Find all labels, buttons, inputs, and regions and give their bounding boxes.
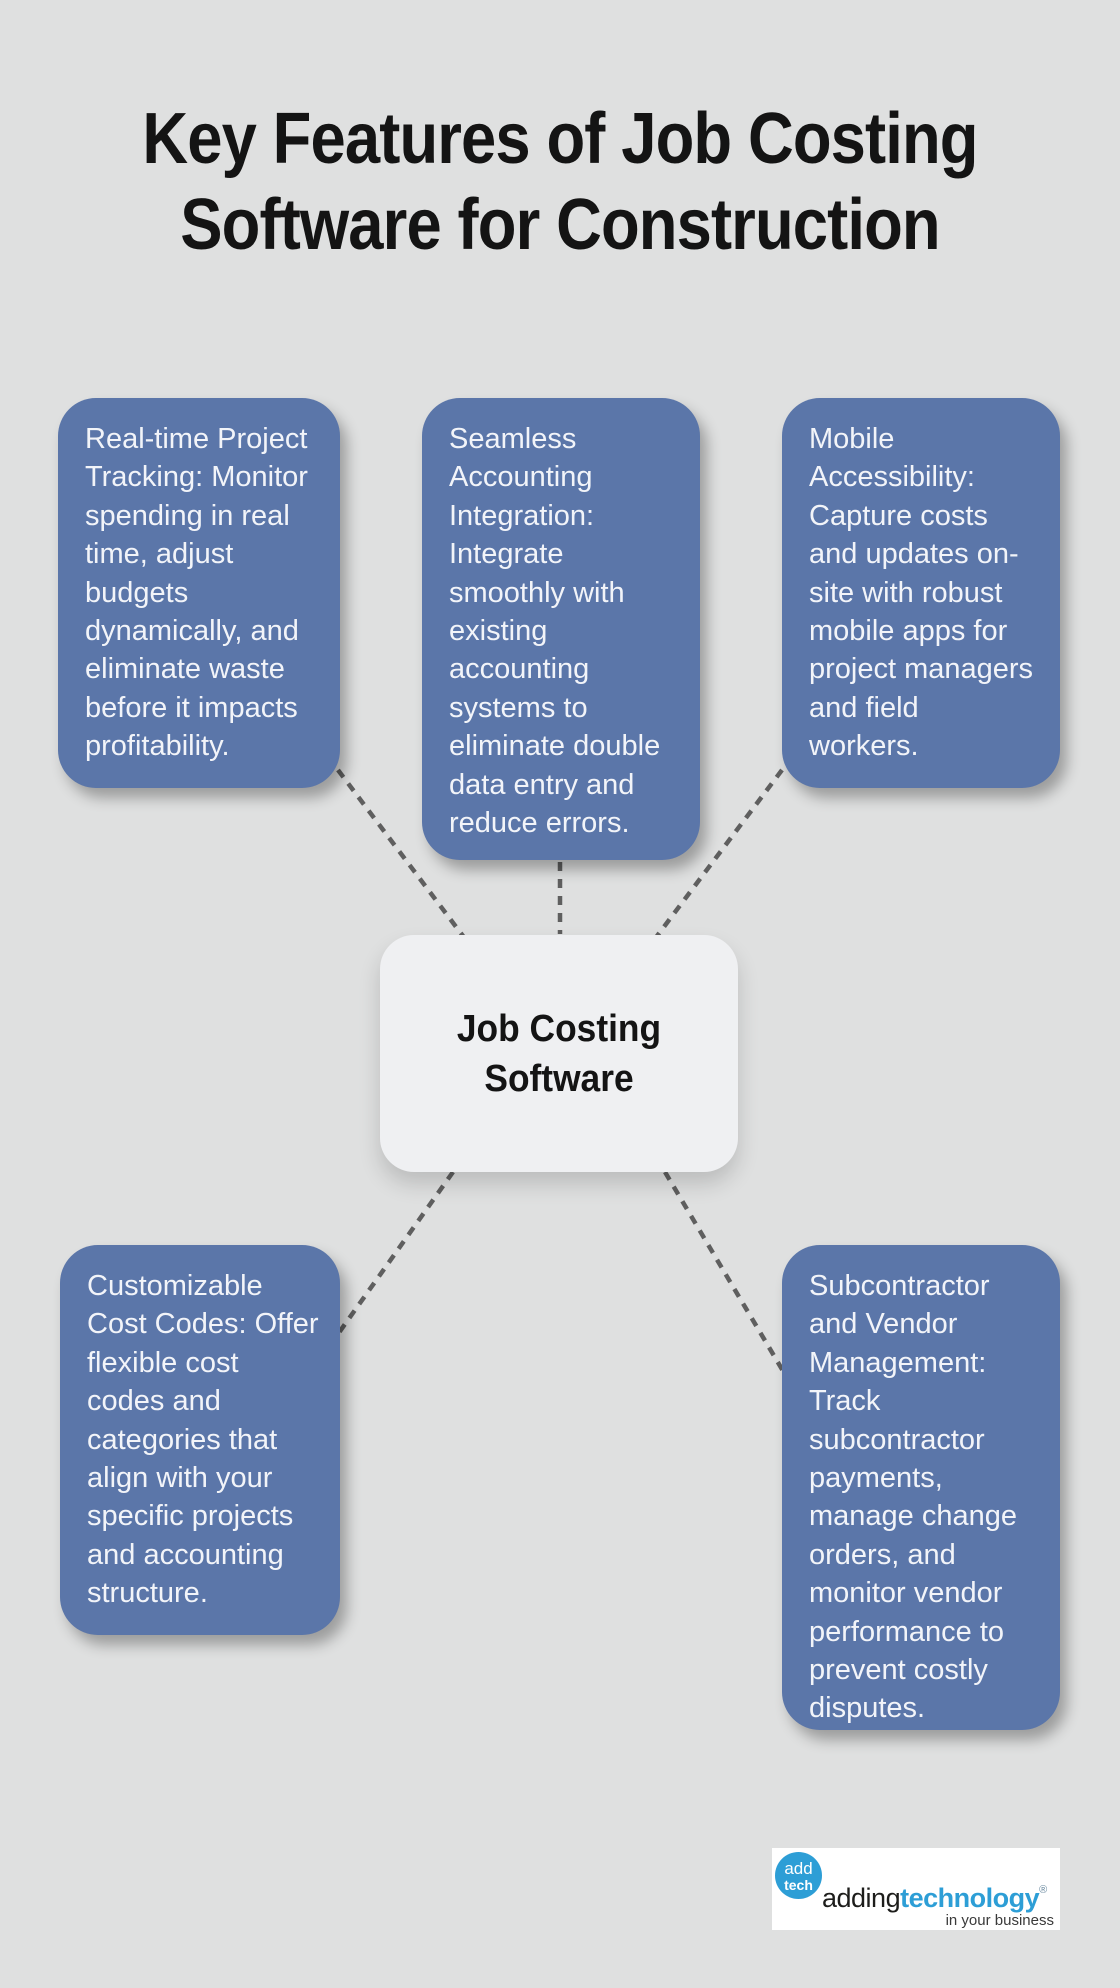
logo-wordmark-technology: technology xyxy=(900,1883,1040,1913)
addtech-logo: add tech addingtechnology® in your busin… xyxy=(772,1848,1060,1930)
feature-text-mobile-accessibility: Mobile Accessibility: Capture costs and … xyxy=(809,423,1034,763)
feature-text-real-time-tracking: Real-time Project Tracking: Monitor spen… xyxy=(85,423,308,763)
feature-box-customizable-cost-codes: Customizable Cost Codes: Offer flexible … xyxy=(60,1245,340,1635)
feature-box-real-time-tracking: Real-time Project Tracking: Monitor spen… xyxy=(58,398,340,788)
connector-mobile-accessibility xyxy=(646,768,784,950)
logo-wordmark-adding: adding xyxy=(822,1883,901,1913)
page-title: Key Features of Job Costing Software for… xyxy=(67,96,1053,268)
feature-text-accounting-integration: Seamless Accounting Integration: Integra… xyxy=(449,423,661,840)
registered-trademark-icon: ® xyxy=(1039,1884,1048,1896)
center-node-job-costing-software: Job Costing Software xyxy=(380,935,738,1172)
feature-text-customizable-cost-codes: Customizable Cost Codes: Offer flexible … xyxy=(87,1270,319,1610)
feature-box-mobile-accessibility: Mobile Accessibility: Capture costs and … xyxy=(782,398,1060,788)
logo-tagline: in your business xyxy=(945,1912,1054,1929)
page-title-line-1: Key Features of Job Costing xyxy=(142,99,978,179)
logo-badge-text-add: add xyxy=(784,1858,813,1878)
connector-real-time-tracking xyxy=(336,768,474,950)
connector-customizable-cost-codes xyxy=(336,1170,455,1336)
logo-badge-text-tech: tech xyxy=(784,1876,813,1893)
feature-box-accounting-integration: Seamless Accounting Integration: Integra… xyxy=(422,398,700,860)
logo-wordmark: addingtechnology® xyxy=(822,1885,1047,1912)
feature-text-subcontractor-management: Subcontractor and Vendor Management: Tra… xyxy=(809,1270,1017,1725)
connector-subcontractor-management xyxy=(663,1170,788,1378)
feature-box-subcontractor-management: Subcontractor and Vendor Management: Tra… xyxy=(782,1245,1060,1730)
center-node-label: Job Costing Software xyxy=(456,1007,662,1100)
addtech-logo-badge-icon: add tech xyxy=(775,1852,822,1899)
page-title-line-2: Software for Construction xyxy=(180,185,940,265)
